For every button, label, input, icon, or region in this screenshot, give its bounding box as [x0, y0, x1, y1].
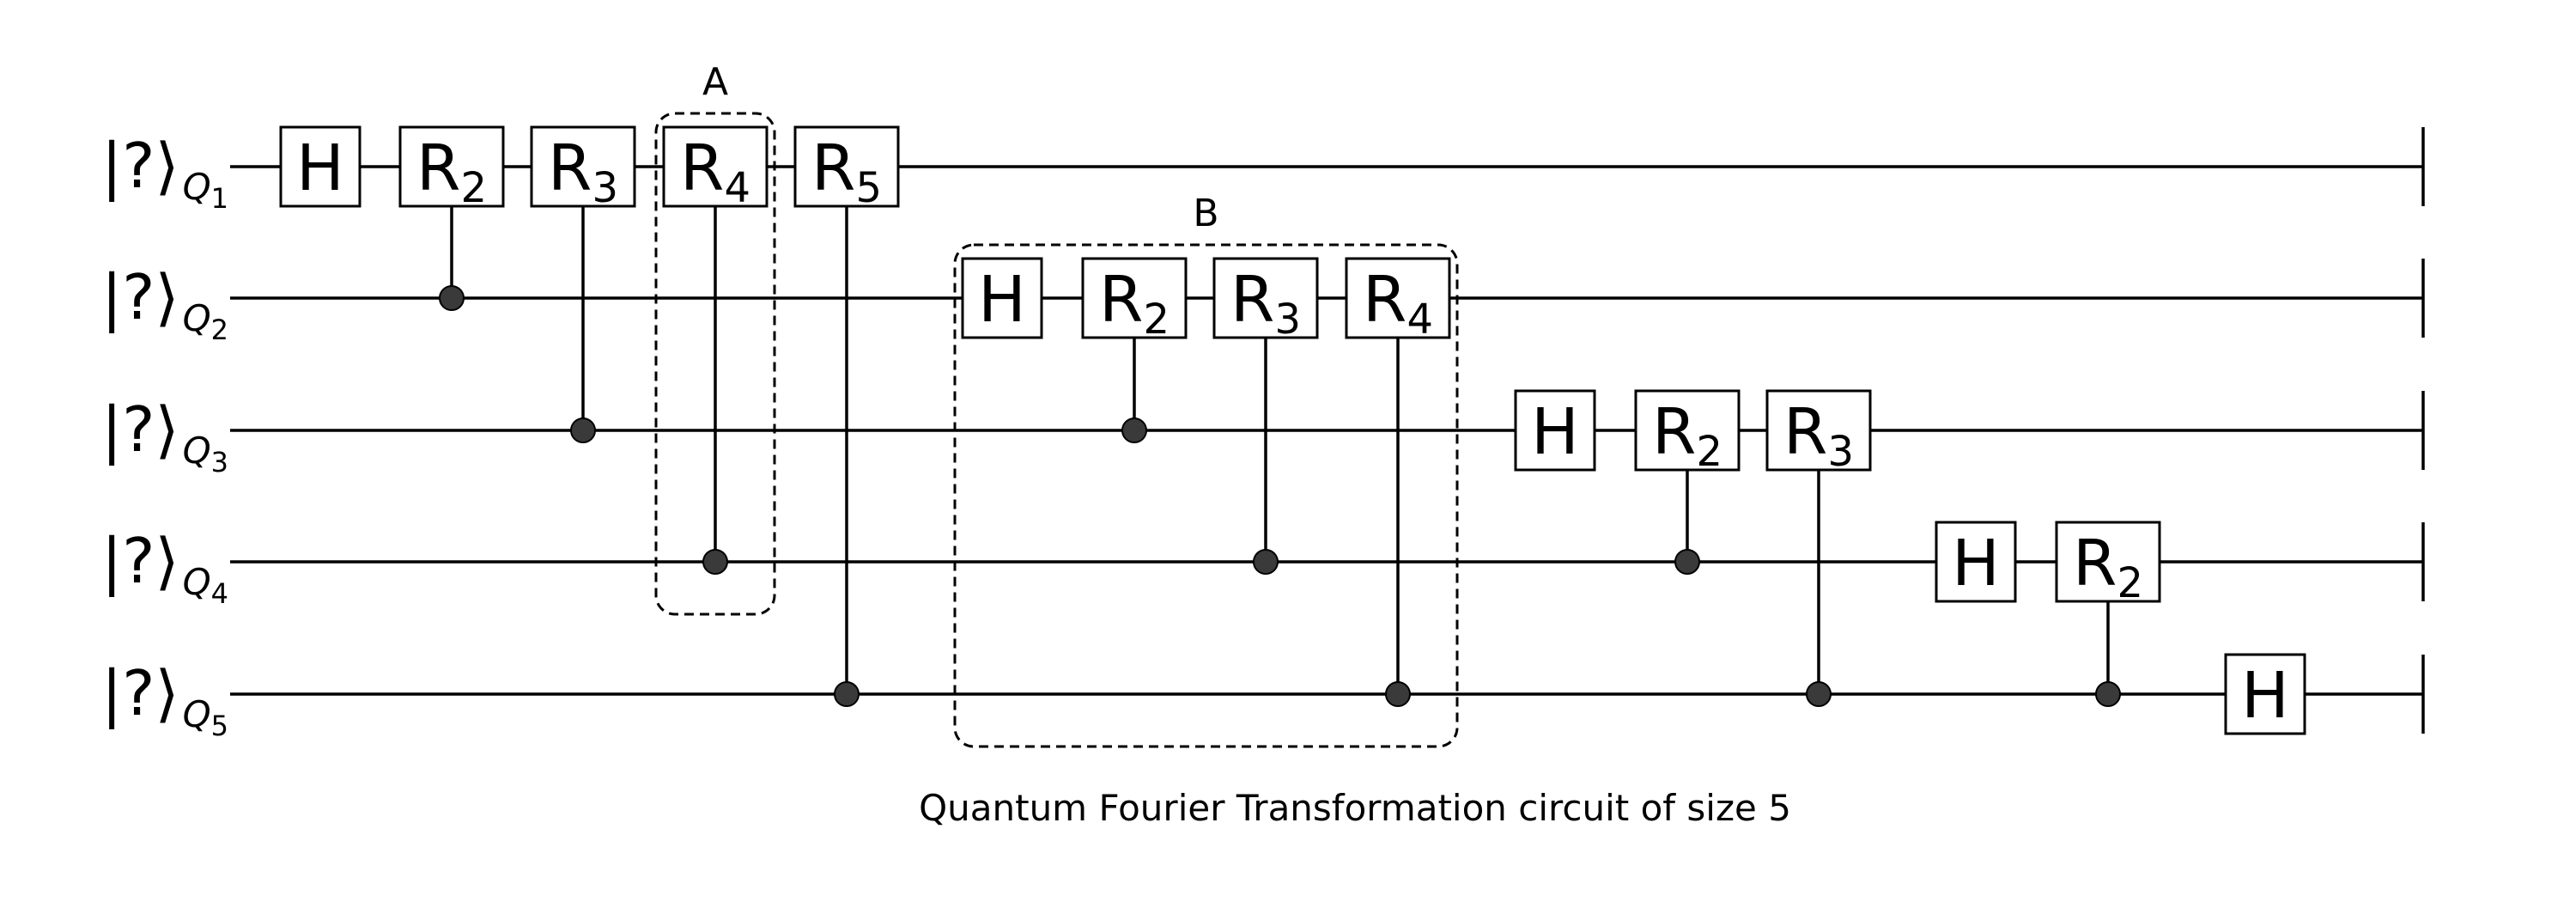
- gate-subscript: 2: [1143, 296, 1170, 344]
- qubit-name-label: Q: [183, 561, 211, 603]
- control-dot: [702, 549, 728, 575]
- gate-box: [1514, 389, 1596, 472]
- phase-gate: R3: [530, 125, 636, 212]
- gate-box: [662, 125, 769, 208]
- qubit-name-label: Q: [183, 297, 211, 339]
- gate-label: R4: [680, 131, 750, 212]
- hadamard-gate: H: [1935, 521, 2017, 603]
- qubit-state-label: |?⟩Q2: [101, 261, 228, 346]
- hadamard-gate: H: [2224, 653, 2306, 735]
- phase-gate: R2: [1634, 389, 1741, 476]
- gate-box: [1212, 257, 1319, 339]
- gate-box: [1081, 257, 1188, 339]
- gate-box: [1765, 389, 1872, 472]
- gate-groups: AB: [654, 60, 1459, 748]
- group-label: A: [702, 60, 728, 104]
- group-outline: [654, 112, 776, 616]
- control-dot: [834, 681, 860, 707]
- group-outline: [953, 243, 1459, 748]
- gate-label: H: [296, 131, 344, 205]
- gate-box: [398, 125, 505, 208]
- qubit-state-label: |?⟩Q3: [101, 393, 228, 478]
- qubit-labels: |?⟩Q1 |?⟩Q2 |?⟩Q3 |?⟩Q4 |?⟩Q5: [101, 130, 228, 742]
- gate-subscript: 3: [1274, 296, 1301, 344]
- gate-subscript: 3: [592, 164, 618, 212]
- control-dot: [439, 285, 465, 311]
- gate-subscript: 4: [1406, 296, 1433, 344]
- control-dot: [1121, 417, 1147, 443]
- gate-box: [1634, 389, 1741, 472]
- gate-label: H: [2241, 659, 2289, 733]
- gate-box: [279, 125, 361, 208]
- gate-subscript: 5: [855, 164, 882, 212]
- control-connections: [439, 167, 2121, 707]
- gate-box: [1345, 257, 1451, 339]
- control-dot: [570, 417, 596, 443]
- gate-group: B: [953, 192, 1459, 748]
- phase-gate: R4: [662, 125, 769, 212]
- gate-box: [530, 125, 636, 208]
- gate-subscript: 2: [2117, 559, 2143, 607]
- phase-gate: R5: [793, 125, 900, 212]
- hadamard-gate: H: [279, 125, 361, 208]
- qubit-wires: [230, 165, 2423, 696]
- qubit-name-label: Q: [183, 430, 211, 472]
- qubit-name-label: Q: [183, 693, 211, 735]
- gate-label: H: [1952, 527, 2000, 600]
- qubit-name-label: Q: [183, 166, 211, 208]
- control-dot: [1806, 681, 1832, 707]
- gate-label: H: [978, 263, 1026, 337]
- gate-box: [793, 125, 900, 208]
- gate-box: [1935, 521, 2017, 603]
- phase-gate: R3: [1212, 257, 1319, 344]
- control-dot: [1674, 549, 1700, 575]
- qubit-index-label: 2: [211, 314, 228, 346]
- group-label: B: [1193, 192, 1218, 235]
- diagram-caption: Quantum Fourier Transformation circuit o…: [919, 787, 1791, 829]
- qubit-index-label: 5: [211, 710, 228, 742]
- gate-box: [2055, 521, 2161, 603]
- qubit-index-label: 1: [211, 182, 228, 215]
- gate-box: [961, 257, 1043, 339]
- qubit-state-label: |?⟩Q5: [101, 657, 228, 742]
- phase-gate: R2: [2055, 521, 2161, 607]
- gate-subscript: 4: [724, 164, 750, 212]
- hadamard-gate: H: [961, 257, 1043, 339]
- gate-subscript: 2: [460, 164, 487, 212]
- qubit-state-label: |?⟩Q1: [101, 130, 228, 215]
- control-dot: [1385, 681, 1411, 707]
- phase-gate: R2: [398, 125, 505, 212]
- qubit-index-label: 3: [211, 446, 228, 478]
- gate-label: H: [1531, 395, 1579, 469]
- phase-gate: R3: [1765, 389, 1872, 476]
- qubit-index-label: 4: [211, 577, 228, 610]
- control-dot: [1253, 549, 1279, 575]
- gate-box: [2224, 653, 2306, 735]
- phase-gate: R4: [1345, 257, 1451, 344]
- gate-label: R3: [1783, 395, 1854, 476]
- gate-subscript: 3: [1827, 428, 1854, 476]
- control-dot: [2095, 681, 2121, 707]
- gate-group: A: [654, 60, 776, 616]
- gate-subscript: 2: [1696, 428, 1722, 476]
- qubit-state-label: |?⟩Q4: [101, 525, 228, 610]
- hadamard-gate: H: [1514, 389, 1596, 472]
- phase-gate: R2: [1081, 257, 1188, 344]
- gate-label: R3: [548, 131, 618, 212]
